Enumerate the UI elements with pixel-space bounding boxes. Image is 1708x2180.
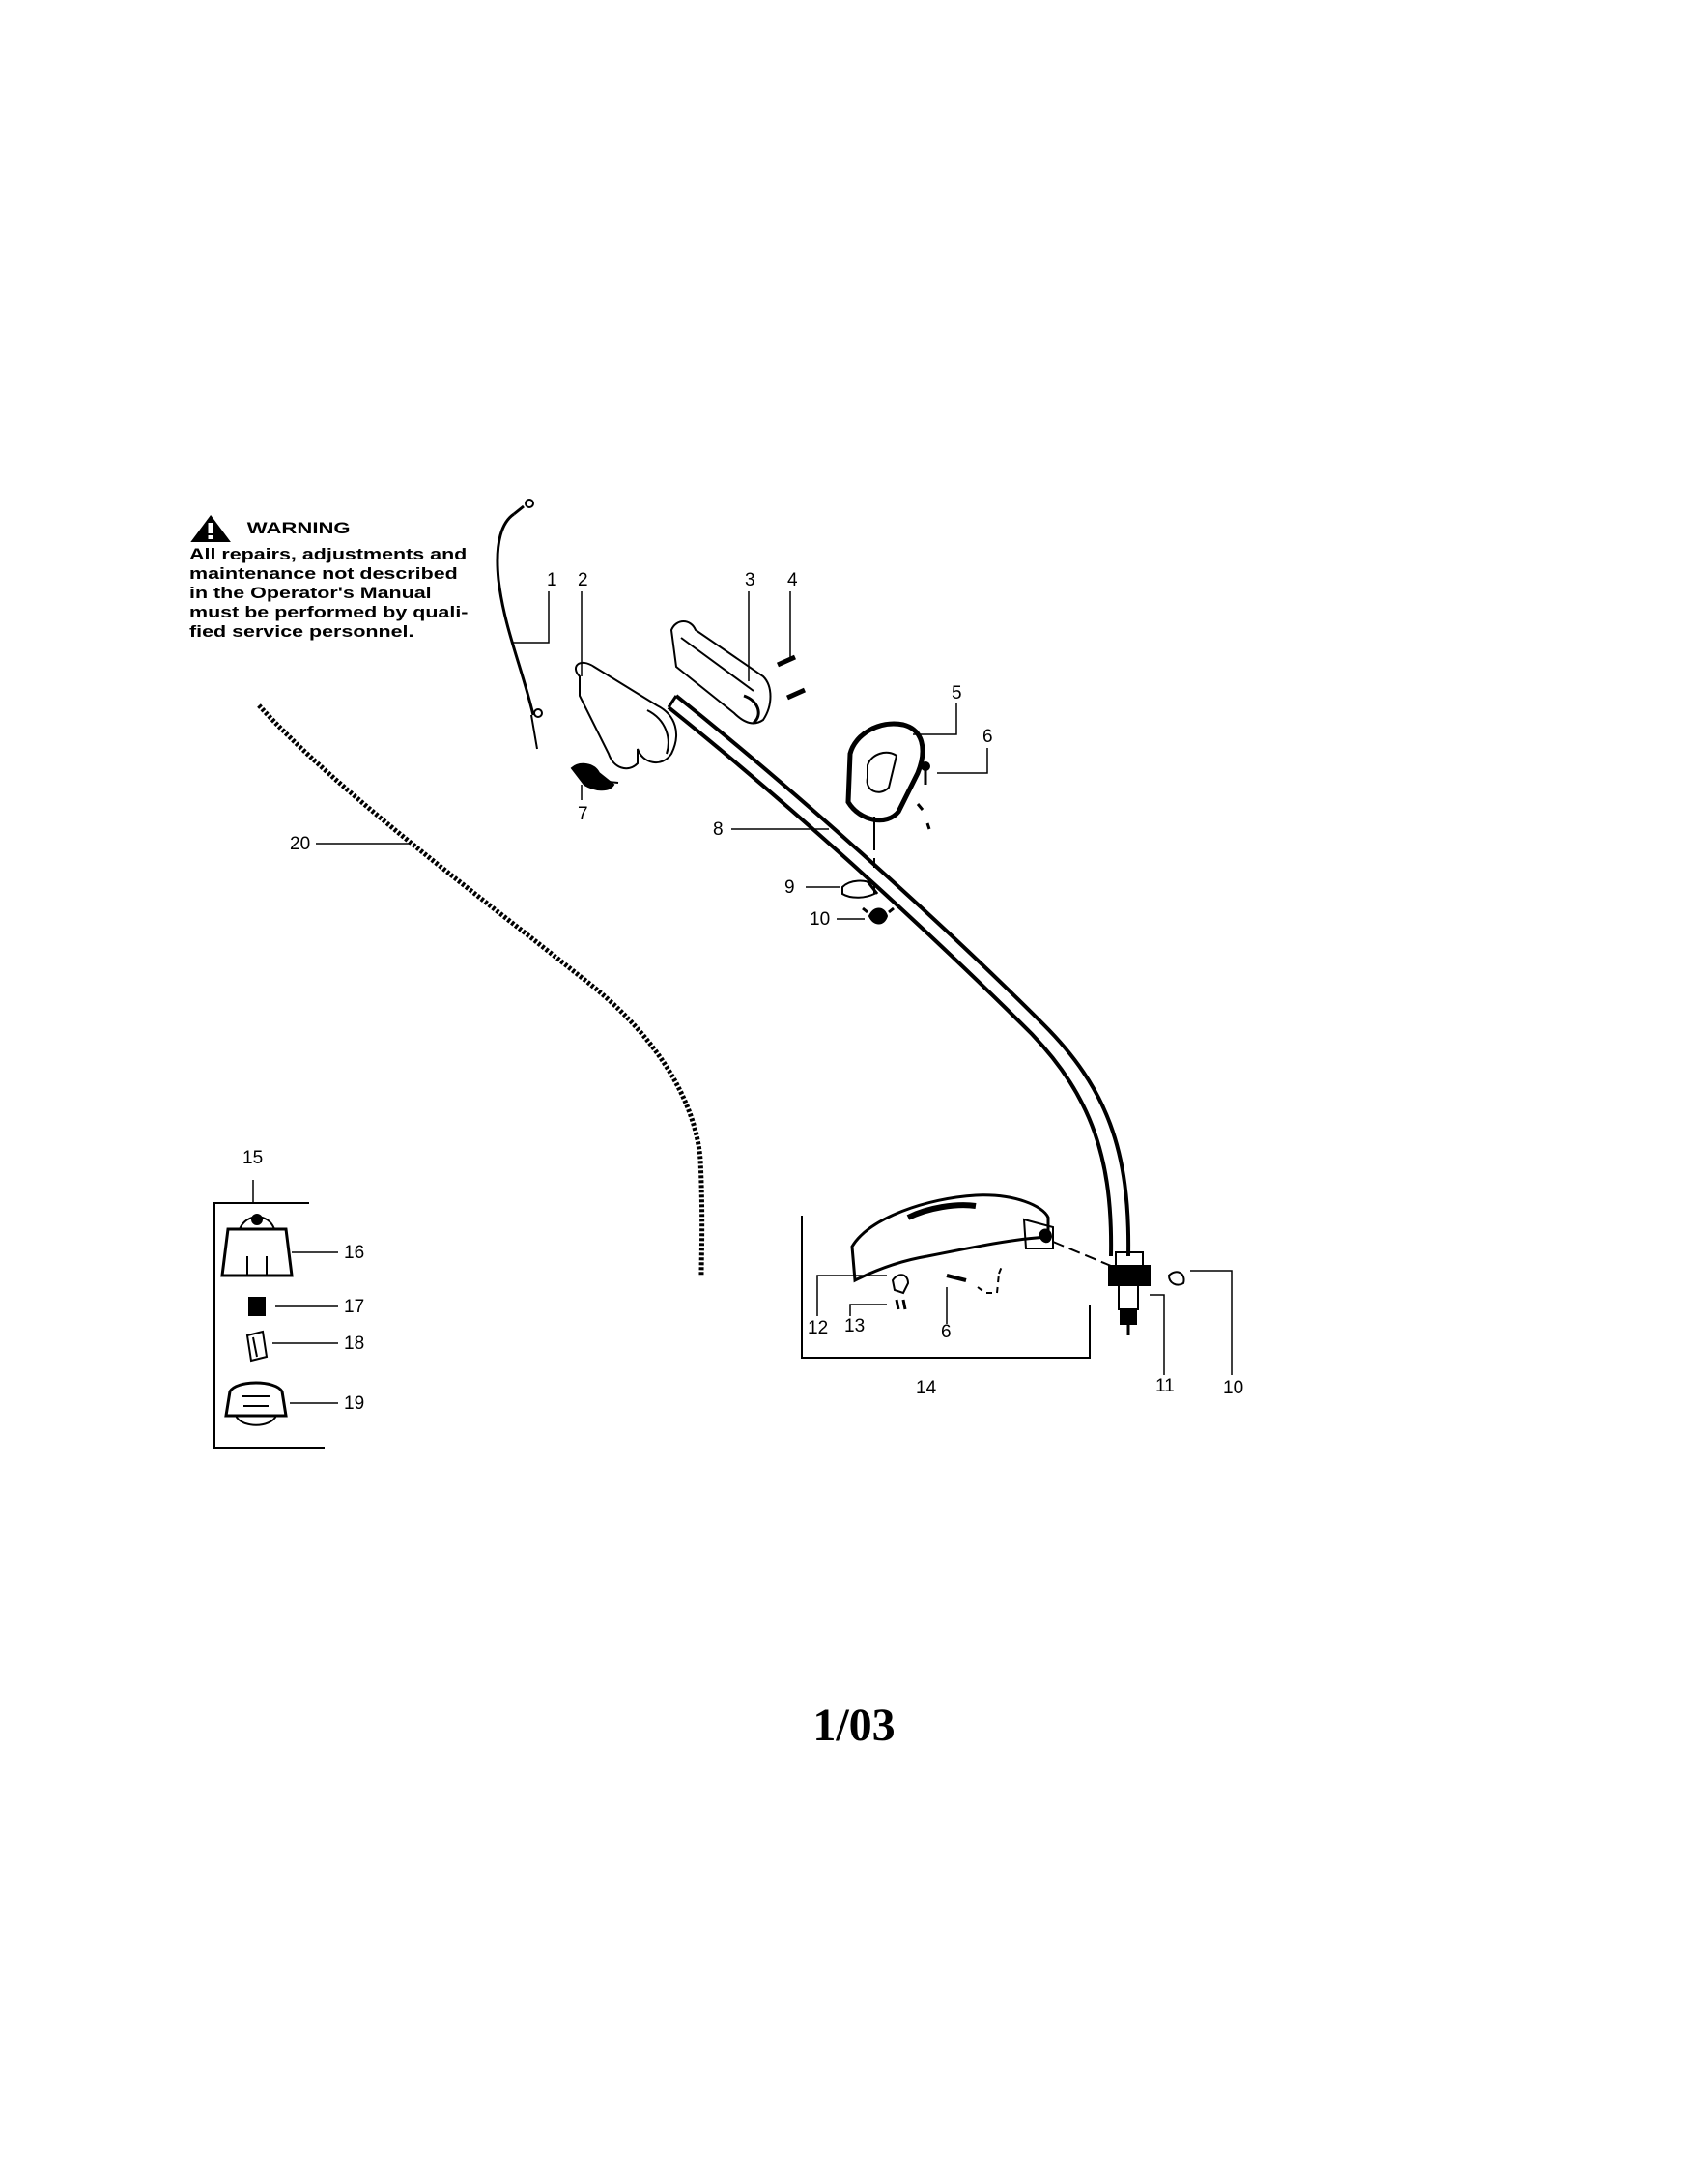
- loop-screw-part: [916, 761, 931, 830]
- warning-line-5: fied service personnel.: [189, 623, 414, 641]
- spring-part: [248, 1297, 266, 1316]
- callout-3: 3: [745, 570, 755, 590]
- warning-line-1: All repairs, adjustments and: [189, 546, 468, 563]
- warning-line-4: must be performed by quali-: [189, 604, 469, 621]
- callout-4: 4: [787, 570, 798, 590]
- warning-header: WARNING: [189, 514, 554, 543]
- shaft-coupler-part: [1108, 1251, 1151, 1335]
- trigger-part: [570, 762, 619, 791]
- wing-nut-right-part: [1167, 1271, 1185, 1286]
- warning-title: WARNING: [246, 519, 351, 537]
- warning-box: WARNING All repairs, adjustments and mai…: [189, 514, 554, 642]
- callout-15: 15: [242, 1148, 263, 1168]
- callout-6-lower: 6: [941, 1322, 952, 1342]
- drive-shaft-housing-part: [667, 694, 1131, 1257]
- guard-bracket-line: [801, 1216, 1091, 1359]
- trimmer-head-bracket: [214, 1202, 325, 1449]
- callout-12: 12: [808, 1318, 828, 1338]
- callout-5: 5: [952, 683, 962, 703]
- callout-6-upper: 6: [982, 727, 993, 747]
- callout-1: 1: [547, 570, 557, 590]
- callout-13: 13: [844, 1316, 865, 1336]
- debris-guard-part: [850, 1193, 1054, 1283]
- callout-18: 18: [344, 1334, 364, 1354]
- flexible-drive-cable-part: [257, 703, 705, 1276]
- callout-14: 14: [916, 1378, 937, 1398]
- callout-20: 20: [290, 834, 310, 854]
- drive-insert-part: [245, 1330, 269, 1362]
- warning-line-2: maintenance not described: [189, 565, 458, 583]
- callout-16: 16: [344, 1243, 364, 1263]
- callout-numbers: 1 2 3 4 5 6 7 8 9 10 20 15 16 17 18 19 1…: [242, 570, 1243, 1414]
- loop-handle-part: [845, 721, 925, 823]
- callout-leader-lines: [252, 591, 1233, 1404]
- callout-19: 19: [344, 1393, 364, 1414]
- callout-17: 17: [344, 1297, 364, 1317]
- callout-2: 2: [578, 570, 588, 590]
- callout-8: 8: [713, 819, 724, 840]
- warning-line-3: in the Operator's Manual: [189, 585, 432, 602]
- throttle-cable-part: [496, 499, 543, 750]
- warning-triangle-icon: [190, 515, 231, 542]
- callout-7: 7: [578, 804, 588, 824]
- callout-11: 11: [1155, 1376, 1175, 1396]
- clamp-part: [841, 879, 879, 899]
- spool-base-part: [224, 1381, 288, 1426]
- handle-grip-part: [575, 661, 677, 770]
- spool-cap-part: [220, 1214, 294, 1277]
- callout-10-left: 10: [810, 909, 830, 930]
- guard-hardware-parts: [891, 1263, 1004, 1310]
- callout-9: 9: [784, 877, 795, 898]
- wing-nut-part: [862, 906, 895, 925]
- bracket-screws-part: [776, 654, 807, 701]
- date-code-footer: 1/03: [812, 1700, 896, 1751]
- callout-10-right: 10: [1223, 1378, 1243, 1398]
- handle-bracket-part: [669, 620, 772, 725]
